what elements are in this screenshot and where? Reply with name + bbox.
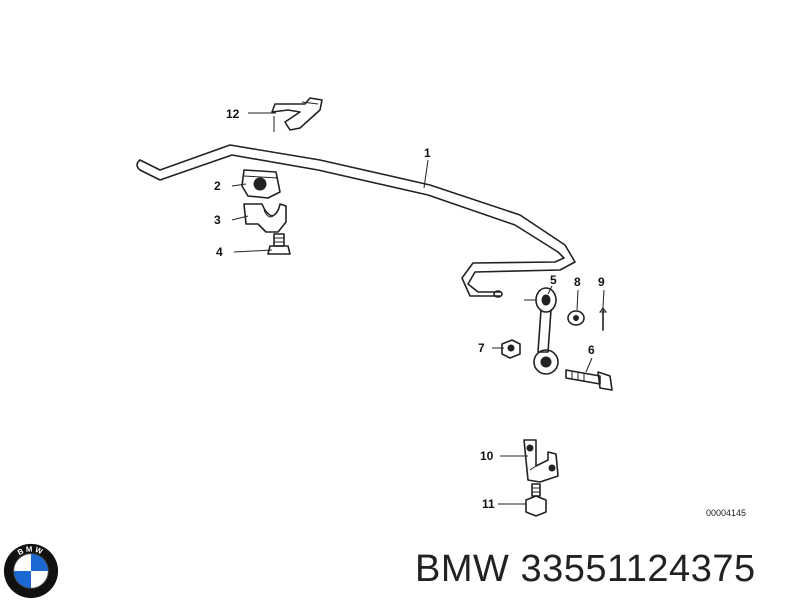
hex-nut [501,339,521,359]
stabilizer-link [524,287,559,375]
stud-nut [525,483,547,517]
bracket-clip [271,97,323,132]
long-bolt [565,369,613,391]
rubber-mount [241,169,281,199]
callout-1: 1 [424,146,431,160]
mounting-bracket [523,439,559,483]
caption-part-number: 33551124375 [520,548,756,590]
caption-brand: BMW [415,548,510,590]
svg-text:BMW: BMW [16,545,46,558]
bmw-roundel-icon: BMW [3,543,59,599]
callout-2: 2 [214,179,221,193]
diagram-reference: 00004145 [706,508,746,518]
washer [567,310,585,326]
bolt-small [267,233,291,255]
callout-8: 8 [574,275,581,289]
callout-11: 11 [482,497,495,511]
callout-10: 10 [480,449,494,463]
clamp [243,203,287,233]
stabilizer-bar [136,144,576,298]
callout-5: 5 [550,273,557,287]
callout-12: 12 [226,107,240,121]
callout-7: 7 [478,341,485,355]
callout-3: 3 [214,213,221,227]
callout-4: 4 [216,245,223,259]
callout-9: 9 [598,275,605,289]
part-caption: BMW 33551124375 [415,548,756,591]
callout-6: 6 [588,343,595,357]
logo-text: BMW [16,545,44,558]
leader-lines [231,112,605,505]
cotter-pin [599,307,607,331]
